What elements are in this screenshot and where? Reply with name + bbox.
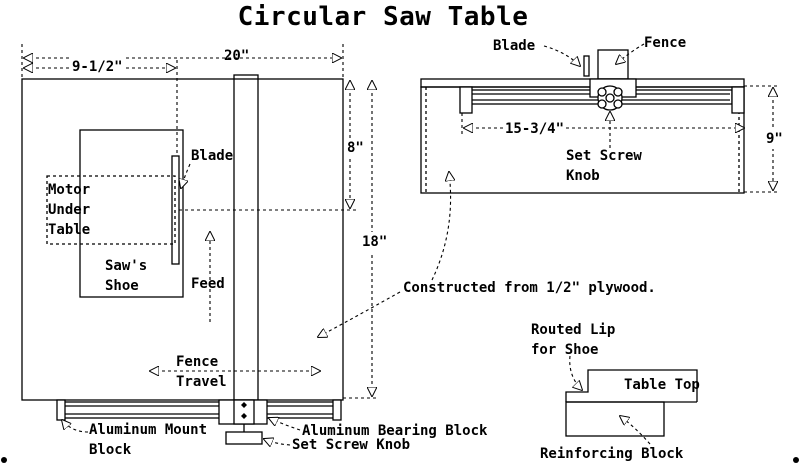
label-set-screw-knob-front: Set Screw Knob bbox=[566, 146, 642, 186]
label-knob-front-line1: Set Screw bbox=[566, 148, 642, 164]
mount-block-right bbox=[332, 399, 342, 421]
label-mount-block: Aluminum Mount Block bbox=[89, 420, 207, 460]
front-skirt bbox=[420, 86, 745, 194]
label-mount-line1: Aluminum Mount bbox=[89, 422, 208, 438]
front-mount-left bbox=[459, 86, 473, 114]
dim-18: 18" bbox=[362, 232, 388, 252]
label-routed-lip-line2: for Shoe bbox=[531, 342, 599, 358]
dim-20: 20" bbox=[224, 48, 250, 64]
front-fence bbox=[597, 49, 629, 80]
label-knob-front-line2: Knob bbox=[566, 168, 600, 184]
dim-8: 8" bbox=[347, 138, 364, 158]
label-set-screw-knob-top: Set Screw Knob bbox=[292, 437, 411, 453]
label-blade-front: Blade bbox=[493, 38, 536, 54]
dim-9: 9" bbox=[766, 129, 783, 149]
label-fence-travel-line2: Travel bbox=[176, 374, 227, 390]
diagram-title: Circular Saw Table bbox=[237, 2, 529, 32]
mount-block-left bbox=[56, 399, 66, 421]
label-routed-lip-line1: Routed Lip bbox=[531, 322, 616, 338]
saws-shoe bbox=[79, 129, 184, 298]
label-table-top: Table Top bbox=[624, 377, 700, 393]
label-shoe-line1: Saw's bbox=[105, 258, 148, 274]
fence-bar bbox=[233, 74, 259, 416]
section-reinforcing-block bbox=[565, 401, 665, 437]
set-screw-knob-top bbox=[225, 431, 263, 445]
label-saws-shoe: Saw's Shoe bbox=[105, 256, 147, 296]
label-shoe-line2: Shoe bbox=[105, 278, 139, 294]
label-mount-line2: Block bbox=[89, 442, 132, 458]
front-mount-right bbox=[731, 86, 745, 114]
label-motor-line2: Under bbox=[48, 202, 91, 218]
label-reinforcing-block: Reinforcing Block bbox=[540, 446, 684, 462]
label-fence-travel: Fence Travel bbox=[176, 352, 227, 392]
front-table-top bbox=[420, 78, 745, 88]
label-feed: Feed bbox=[191, 276, 225, 292]
dim-15-3-4: 15-3/4" bbox=[505, 119, 565, 139]
label-motor-line3: Table bbox=[48, 222, 91, 238]
motor-outline bbox=[46, 175, 176, 245]
label-fence-front: Fence bbox=[644, 35, 687, 51]
label-routed-lip: Routed Lip for Shoe bbox=[531, 320, 615, 360]
table-top-outline bbox=[21, 78, 344, 401]
label-bearing-block: Aluminum Bearing Block bbox=[302, 423, 488, 439]
label-motor: Motor Under Table bbox=[48, 180, 90, 240]
note-plywood: Constructed from 1/2" plywood. bbox=[403, 280, 656, 296]
label-blade-top: Blade bbox=[191, 148, 234, 164]
front-blade bbox=[583, 55, 590, 77]
label-motor-line1: Motor bbox=[48, 182, 91, 198]
fence-rail bbox=[59, 401, 341, 419]
section-table-top bbox=[565, 369, 698, 402]
label-fence-travel-line1: Fence bbox=[176, 354, 219, 370]
dim-9-1-2: 9-1/2" bbox=[72, 57, 123, 77]
